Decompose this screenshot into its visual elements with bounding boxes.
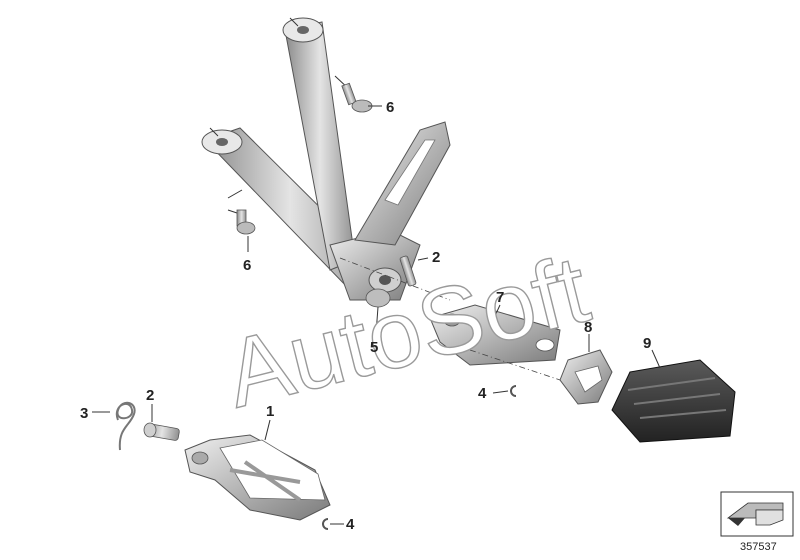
spring-3 xyxy=(92,401,136,451)
footrest-bracket xyxy=(201,17,451,301)
bracket-8 xyxy=(559,334,613,405)
pin-5 xyxy=(339,257,451,335)
clip-4-upper xyxy=(492,385,517,397)
rubber-pad-9 xyxy=(611,349,736,443)
pin-2-upper xyxy=(399,255,429,287)
callout-label-2: 2 xyxy=(146,387,154,404)
callout-label-9: 9 xyxy=(643,335,651,352)
callout-label-8: 8 xyxy=(584,319,592,336)
callout-label-3: 3 xyxy=(80,405,88,422)
footpeg-1 xyxy=(184,419,331,521)
callout-label-2: 2 xyxy=(432,249,440,266)
clip-4-lower xyxy=(322,518,344,530)
reference-number: 357537 xyxy=(740,541,777,553)
pin-2-lower xyxy=(143,404,180,441)
arrow-left-down-icon xyxy=(726,502,784,526)
callout-label-6: 6 xyxy=(386,99,394,116)
callout-label-7: 7 xyxy=(496,289,504,306)
callout-label-4: 4 xyxy=(478,385,487,402)
screw-6-lower xyxy=(227,189,256,252)
callout-label-4: 4 xyxy=(346,516,355,533)
screw-6-upper xyxy=(334,75,382,113)
callout-label-5: 5 xyxy=(370,339,378,356)
nav-arrow-box[interactable] xyxy=(720,491,794,537)
callout-label-6: 6 xyxy=(243,257,251,274)
callout-label-1: 1 xyxy=(266,403,274,420)
